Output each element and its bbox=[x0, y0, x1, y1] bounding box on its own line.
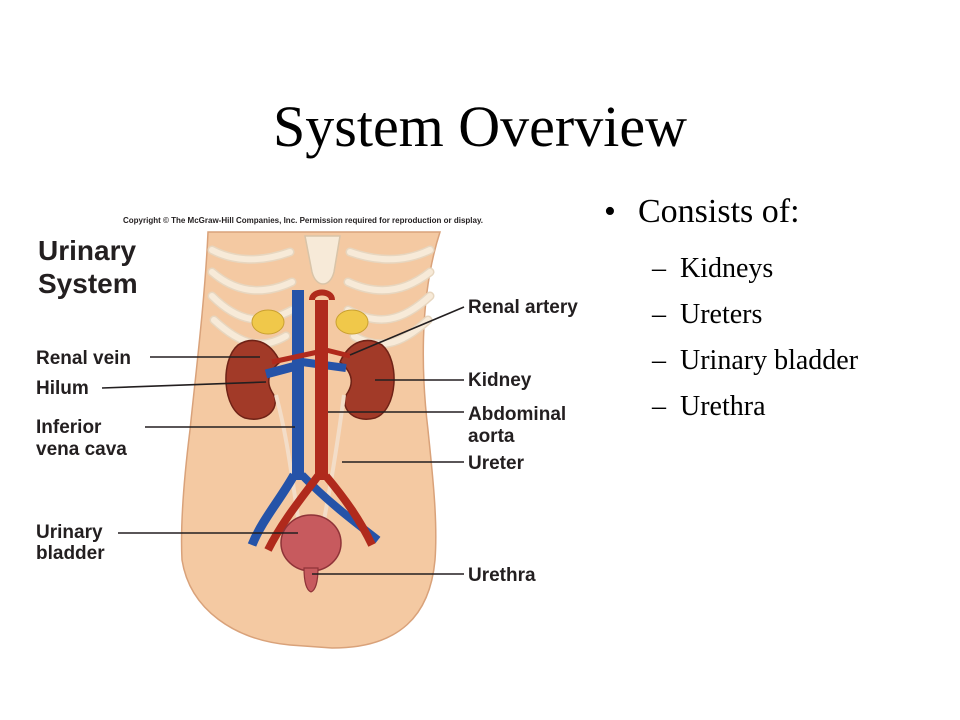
sub-bullet-item: –Urethra bbox=[604, 384, 944, 430]
sub-bullet-text: Kidneys bbox=[680, 253, 774, 284]
torso-silhouette bbox=[180, 231, 442, 649]
label-urinary-bladder-line2: bladder bbox=[36, 543, 105, 564]
bullet-text: Consists of: bbox=[638, 193, 800, 230]
label-abdominal-aorta: Abdominal bbox=[468, 404, 566, 425]
renal-vein-left bbox=[264, 361, 298, 379]
label-urinary-bladder: Urinary bbox=[36, 522, 103, 543]
label-hilum: Hilum bbox=[36, 378, 89, 399]
leader-lines-right bbox=[312, 306, 465, 575]
label-renal-artery: Renal artery bbox=[468, 297, 578, 318]
label-kidney: Kidney bbox=[468, 370, 532, 391]
dash-icon: – bbox=[652, 253, 666, 284]
sternum bbox=[304, 235, 341, 285]
label-ureter: Ureter bbox=[468, 453, 525, 474]
sub-bullet-item: –Kidneys bbox=[604, 246, 944, 292]
label-renal-vein: Renal vein bbox=[36, 348, 131, 369]
ribcage bbox=[207, 245, 435, 349]
right-iliac-artery bbox=[322, 473, 376, 547]
aortic-arch bbox=[309, 289, 335, 301]
urethra bbox=[303, 567, 319, 593]
ribcage-bone-fill bbox=[209, 247, 433, 347]
label-inferior-vena-cava-line2: vena cava bbox=[36, 439, 127, 460]
label-urethra: Urethra bbox=[468, 565, 536, 586]
figure-heading-line2: System bbox=[38, 268, 138, 299]
left-ureter bbox=[274, 394, 302, 531]
sub-bullet-item: –Urinary bladder bbox=[604, 338, 944, 384]
bullet-item: • Consists of: bbox=[604, 190, 944, 234]
label-inferior-vena-cava: Inferior bbox=[36, 417, 102, 438]
urinary-bladder bbox=[280, 514, 342, 572]
dash-icon: – bbox=[652, 391, 666, 422]
bullet-dot-icon: • bbox=[604, 193, 616, 230]
sub-bullet-item: –Ureters bbox=[604, 292, 944, 338]
right-ureter bbox=[320, 394, 346, 531]
renal-vein-right bbox=[301, 358, 347, 372]
left-kidney bbox=[225, 339, 281, 420]
sub-bullet-text: Ureters bbox=[680, 299, 763, 330]
right-kidney bbox=[339, 339, 395, 420]
figure-heading: Urinary bbox=[38, 235, 136, 266]
leader-lines-left bbox=[101, 356, 298, 534]
slide-title: System Overview bbox=[273, 94, 687, 159]
abdominal-aorta bbox=[315, 300, 328, 480]
sub-bullet-text: Urinary bladder bbox=[680, 345, 859, 376]
sub-bullet-list: –Kidneys –Ureters –Urinary bladder –Uret… bbox=[604, 246, 944, 430]
inferior-vena-cava bbox=[292, 290, 304, 480]
left-adrenal-gland bbox=[251, 309, 285, 335]
renal-artery-left bbox=[271, 349, 319, 365]
right-iliac-vein bbox=[299, 472, 381, 544]
left-iliac-artery bbox=[264, 473, 322, 552]
label-abdominal-aorta-line2: aorta bbox=[468, 426, 515, 447]
copyright-notice: Copyright © The McGraw-Hill Companies, I… bbox=[123, 216, 483, 225]
renal-artery-right bbox=[325, 347, 351, 359]
sub-bullet-text: Urethra bbox=[680, 391, 766, 422]
bullet-list: • Consists of: –Kidneys –Ureters –Urinar… bbox=[604, 190, 944, 430]
dash-icon: – bbox=[652, 299, 666, 330]
dash-icon: – bbox=[652, 345, 666, 376]
right-adrenal-gland bbox=[335, 309, 369, 335]
left-iliac-vein bbox=[247, 472, 298, 547]
